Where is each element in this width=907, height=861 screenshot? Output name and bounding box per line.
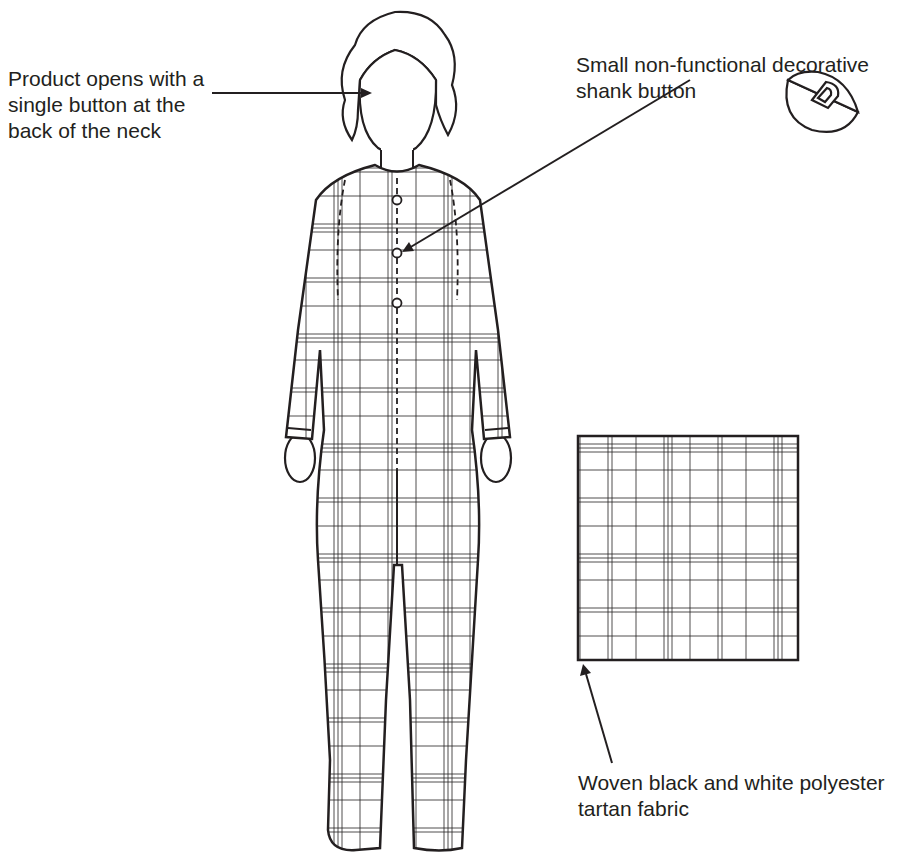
face	[360, 50, 436, 154]
right-hand	[481, 434, 511, 482]
decorative-button	[393, 196, 402, 308]
sleepsuit-body	[286, 165, 510, 851]
shank-button-icon	[786, 72, 858, 132]
fabric-swatch	[578, 436, 798, 660]
left-hand	[285, 434, 315, 482]
callout-text: Small non-functional decorative shank bu…	[576, 52, 896, 104]
callout-text: Product opens with a single button at th…	[8, 66, 208, 144]
callout-text: Woven black and white polyester tartan f…	[578, 770, 898, 822]
leader-line	[212, 80, 690, 763]
